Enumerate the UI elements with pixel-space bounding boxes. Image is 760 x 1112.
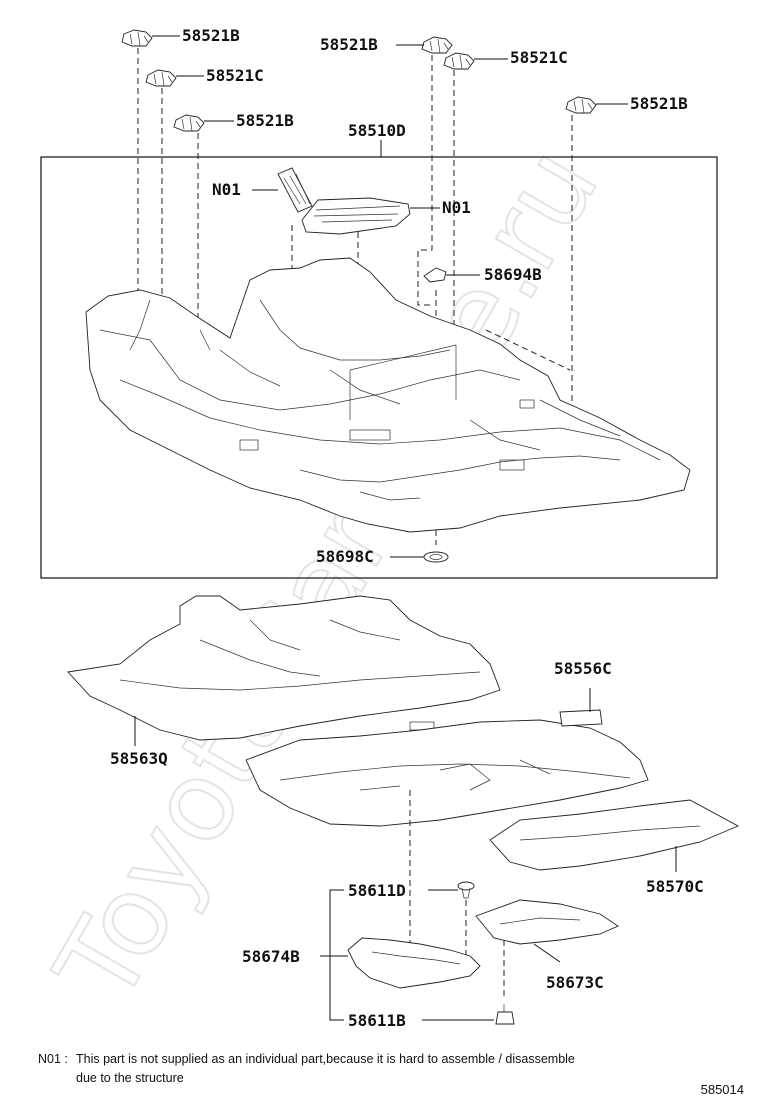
clip-d-icon xyxy=(457,881,475,899)
part-label: 58611D xyxy=(348,881,406,900)
carpet-group-frame xyxy=(40,156,718,579)
part-label: 58694B xyxy=(484,265,542,284)
heel-pad-illustration xyxy=(277,167,313,213)
clip-b-bottom-icon xyxy=(495,1004,515,1025)
floor-silencer-illustration xyxy=(67,595,501,751)
rear-silencer-illustration xyxy=(245,709,649,827)
part-label: 58521C xyxy=(206,66,264,85)
part-label: 58570C xyxy=(646,877,704,896)
bracket-line xyxy=(329,889,344,1021)
footnote-key: N01 : xyxy=(38,1052,68,1066)
clip-icon xyxy=(173,114,205,132)
footnote-line1: This part is not supplied as an individu… xyxy=(76,1052,575,1066)
part-label: 58673C xyxy=(546,973,604,992)
part-label: N01 xyxy=(442,198,471,217)
footnote-line2: due to the structure xyxy=(76,1071,184,1085)
reference-code: 585014 xyxy=(700,1082,744,1097)
clip-icon xyxy=(421,36,453,54)
part-label: 58521B xyxy=(320,35,378,54)
hook-icon xyxy=(423,267,447,283)
part-label: 58521B xyxy=(236,111,294,130)
clip-icon xyxy=(145,69,177,87)
clip-icon xyxy=(565,96,597,114)
part-label: 58510D xyxy=(348,121,406,140)
clip-icon xyxy=(121,29,153,47)
part-label: 58556C xyxy=(554,659,612,678)
floor-carpet-illustration xyxy=(85,257,691,533)
part-label: 58611B xyxy=(348,1011,406,1030)
footnote: N01 : This part is not supplied as an ind… xyxy=(38,1050,738,1088)
part-label: N01 xyxy=(212,180,241,199)
part-label: 58521B xyxy=(182,26,240,45)
pad-right-illustration xyxy=(475,899,619,945)
pad-left-illustration xyxy=(347,937,481,989)
clip-icon xyxy=(443,52,475,70)
dashed-line xyxy=(417,55,434,306)
part-label: 58674B xyxy=(242,947,300,966)
accel-pad-illustration xyxy=(301,197,411,235)
part-label: 58563Q xyxy=(110,749,168,768)
part-label: 58698C xyxy=(316,547,374,566)
grommet-icon xyxy=(423,551,449,563)
side-silencer-illustration xyxy=(489,799,740,871)
part-label: 58521B xyxy=(630,94,688,113)
part-label: 58521C xyxy=(510,48,568,67)
